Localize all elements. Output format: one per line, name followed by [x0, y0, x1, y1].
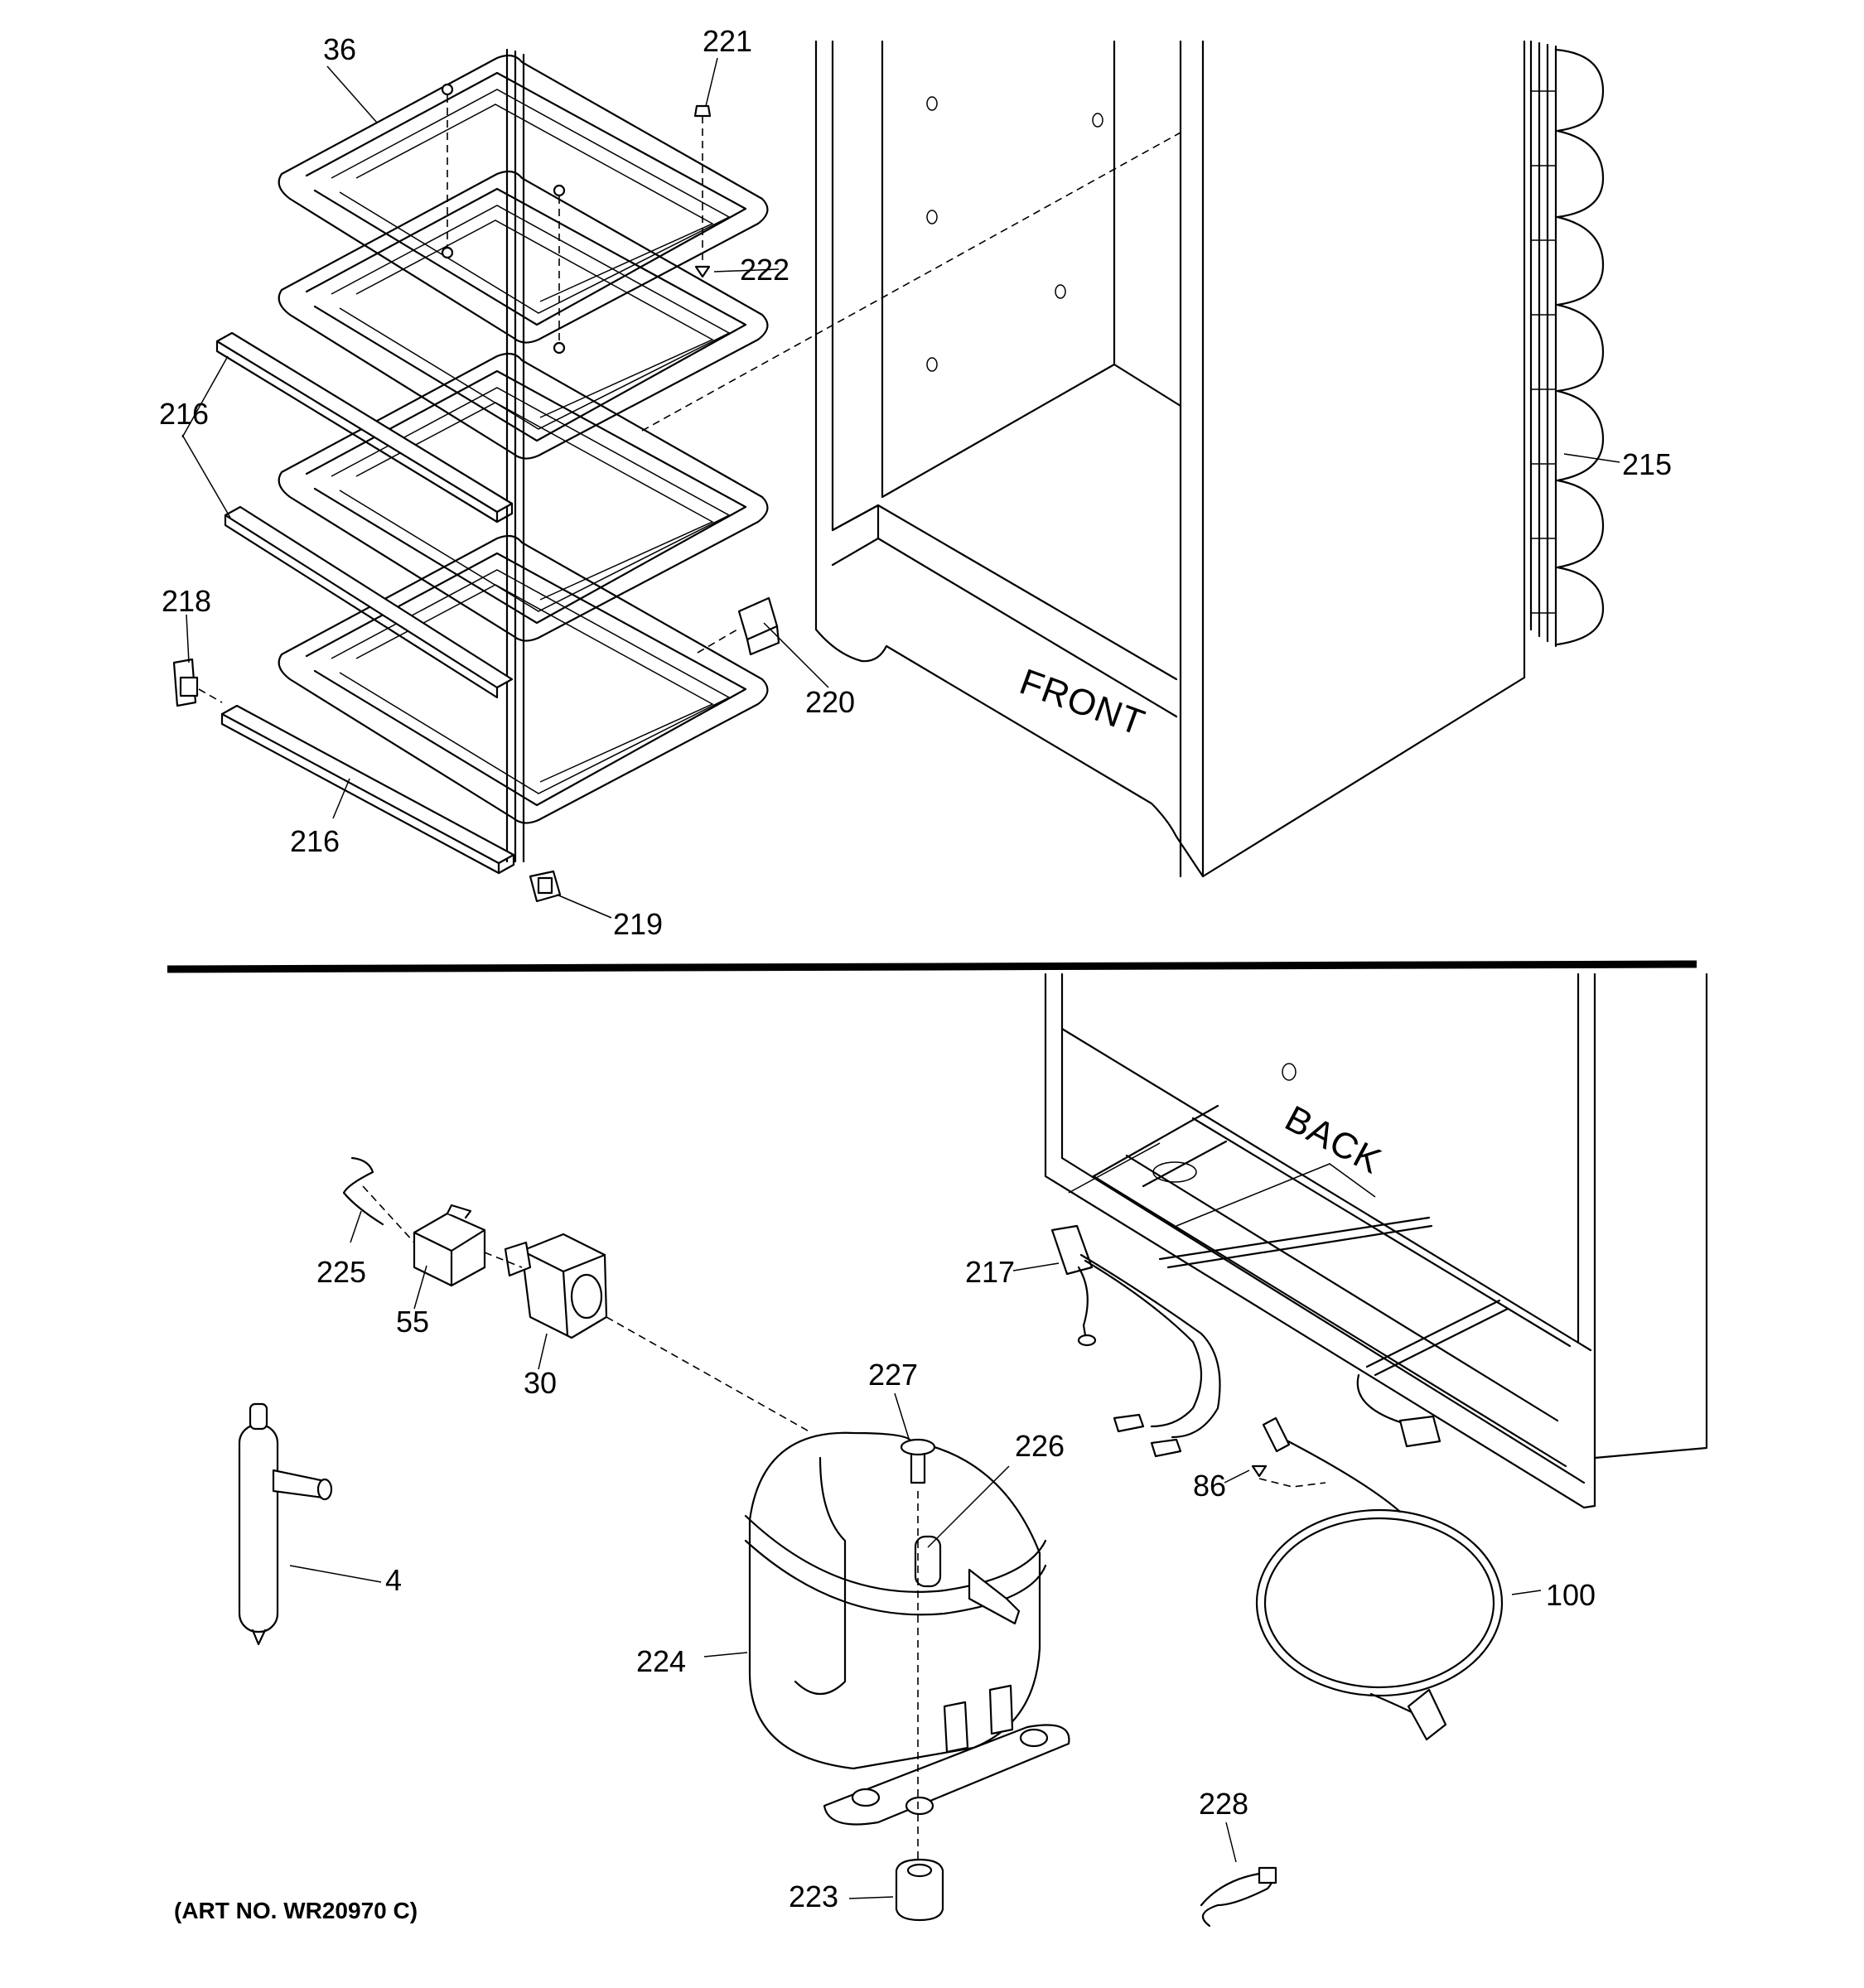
- callout-30: 30: [524, 1366, 557, 1400]
- bolt-227: [900, 1438, 936, 1484]
- callout-4: 4: [385, 1563, 402, 1597]
- bracket-219: [529, 870, 562, 903]
- callout-221: 221: [703, 24, 752, 58]
- callout-55: 55: [396, 1305, 429, 1339]
- power-cord-100: [1255, 1416, 1504, 1741]
- screw-86: [1251, 1464, 1326, 1488]
- callout-225: 225: [316, 1255, 366, 1289]
- compressor-224: [744, 1431, 1070, 1826]
- clip-225: [342, 1156, 384, 1226]
- callout-215: 215: [1622, 447, 1672, 481]
- rail-216-upper: [215, 331, 514, 524]
- callout-224: 224: [636, 1644, 686, 1678]
- callout-216-upper: 216: [159, 397, 209, 431]
- callout-219: 219: [613, 907, 663, 941]
- clip-228: [1200, 1866, 1277, 1928]
- rail-216-lower: [220, 704, 515, 875]
- screw-222: [694, 265, 711, 278]
- callout-36: 36: [323, 32, 356, 66]
- callout-227: 227: [868, 1358, 918, 1392]
- cabinet-front: [814, 40, 1526, 878]
- callout-86: 86: [1193, 1469, 1226, 1503]
- rail-216-middle: [224, 505, 514, 699]
- bracket-220: [697, 596, 780, 656]
- callout-228: 228: [1199, 1787, 1248, 1821]
- callout-217: 217: [965, 1255, 1015, 1289]
- cabinet-back: [1044, 972, 1708, 1509]
- callout-220: 220: [805, 685, 855, 719]
- art-number: (ART NO. WR20970 C): [174, 1898, 418, 1923]
- callout-216-lower: 216: [290, 824, 340, 858]
- wiring-harness-217: [1050, 1216, 1509, 1458]
- separator-line: [167, 960, 1697, 973]
- callout-218: 218: [162, 584, 211, 618]
- grommet-223: [895, 1858, 944, 1922]
- callout-223: 223: [789, 1879, 838, 1913]
- drier-4: [238, 1402, 333, 1646]
- leader-lines-top: [181, 57, 1620, 919]
- condenser-215: [1529, 40, 1605, 648]
- leader-lines-bottom: [289, 1210, 1542, 1899]
- overload-30: [504, 1233, 608, 1339]
- evaporator-coil: [278, 48, 769, 863]
- relay-55: [413, 1204, 486, 1287]
- callout-226: 226: [1015, 1429, 1065, 1463]
- nut-221: [693, 104, 712, 118]
- callout-222: 222: [740, 253, 790, 287]
- front-label: FRONT: [1015, 661, 1151, 744]
- callout-100: 100: [1546, 1578, 1596, 1612]
- bracket-218: [172, 658, 223, 707]
